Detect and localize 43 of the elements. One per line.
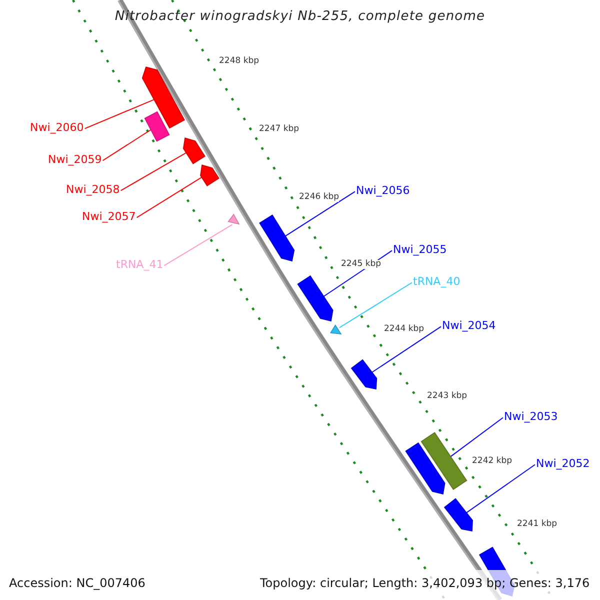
gene-label: Nwi_2053 xyxy=(504,411,558,422)
gene-label: tRNA_41 xyxy=(116,259,164,270)
tick-label: 2241 kbp xyxy=(517,520,558,528)
leader-line xyxy=(466,464,536,514)
tick-label: 2243 kbp xyxy=(427,392,468,400)
leader-line xyxy=(84,99,155,130)
gene-label: Nwi_2057 xyxy=(82,211,136,222)
leader-line xyxy=(164,224,233,266)
tick-label: 2247 kbp xyxy=(259,125,300,134)
gene-label: Nwi_2052 xyxy=(536,458,590,469)
gene-feature xyxy=(444,498,473,532)
tick-label: 2248 kbp xyxy=(219,57,260,66)
gene-label: Nwi_2059 xyxy=(48,154,102,165)
tick-label: 2245 kbp xyxy=(341,260,382,268)
gene-label: Nwi_2058 xyxy=(66,184,120,195)
leader-line xyxy=(450,417,504,458)
gene-feature xyxy=(144,111,170,142)
leader-line xyxy=(136,176,202,218)
gene-feature xyxy=(405,442,446,494)
gene-feature xyxy=(297,275,334,322)
leader-line xyxy=(120,152,187,192)
gene-label: Nwi_2054 xyxy=(442,320,496,331)
gene-feature xyxy=(350,359,378,390)
tick-label: 2244 kbp xyxy=(384,325,424,334)
gene-feature xyxy=(182,137,206,164)
gene-feature xyxy=(200,164,220,186)
gene-feature xyxy=(420,432,468,490)
tick-label: 2246 kbp xyxy=(299,193,340,202)
gene-label: Nwi_2056 xyxy=(356,185,410,196)
leader-line xyxy=(372,326,442,373)
gene-feature xyxy=(259,214,295,262)
diagram-title: Nitrobacter winogradskyi Nb-255, complete genome xyxy=(114,10,486,23)
footer-text: Topology: circular; Length: 3,402,093 bp; Genes: 3,176 xyxy=(260,577,590,589)
trna-marker xyxy=(330,324,342,334)
leader-line xyxy=(102,129,152,162)
leader-line xyxy=(338,282,412,328)
gene-label: Nwi_2060 xyxy=(30,122,84,133)
gene-feature xyxy=(142,66,185,129)
leader-line xyxy=(284,191,356,237)
footer-text: Accession: NC_007406 xyxy=(9,577,146,589)
trna-marker xyxy=(228,214,240,225)
gene-label: Nwi_2055 xyxy=(393,244,447,255)
gene-label: tRNA_40 xyxy=(413,276,460,287)
